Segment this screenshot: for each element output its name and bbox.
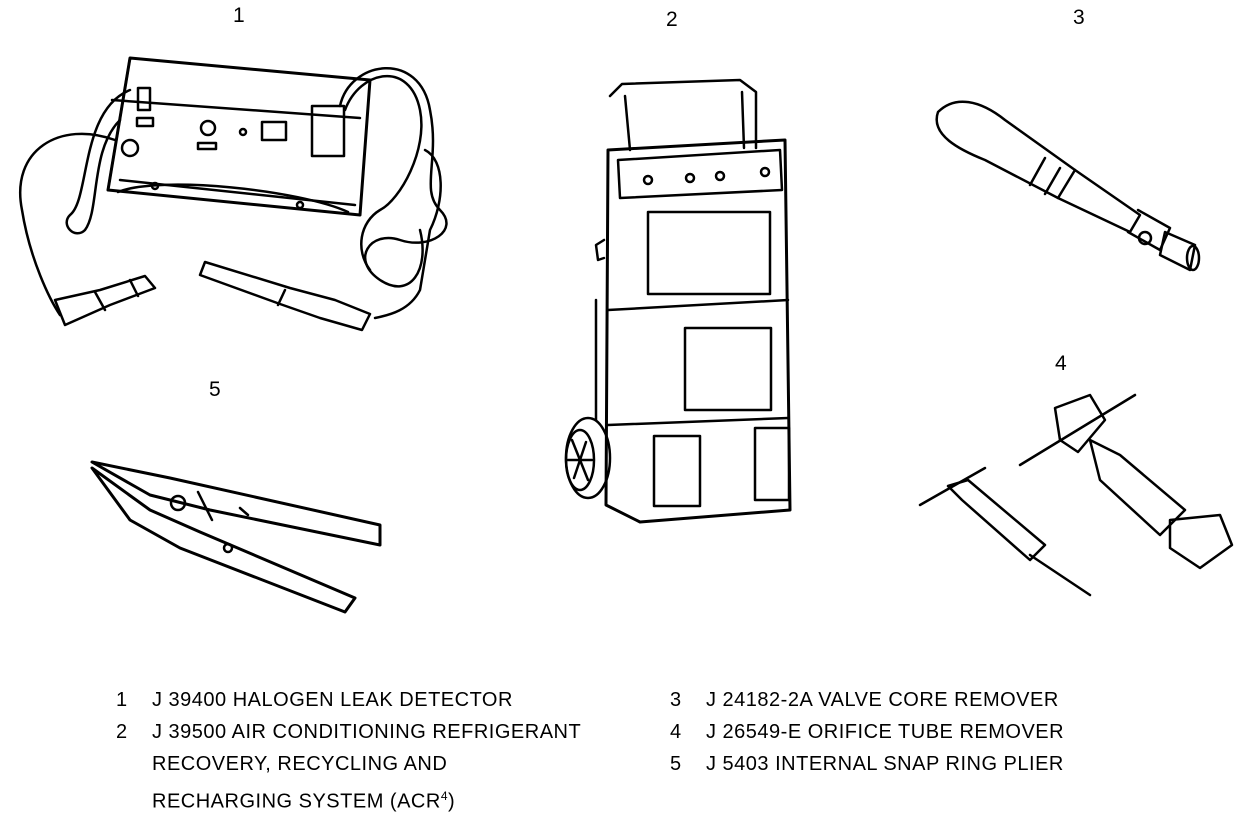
tool-2-number: 2 [666,8,678,31]
orifice-tube-remover-icon [920,395,1232,595]
tool-5-number: 5 [209,378,221,401]
halogen-leak-detector-icon [20,58,446,330]
valve-core-remover-icon [937,102,1199,270]
refrigerant-recovery-cart-icon [566,80,790,522]
snap-ring-plier-icon [92,462,380,612]
tool-1-number: 1 [233,4,245,27]
tool-3-number: 3 [1073,6,1085,29]
tool-4-number: 4 [1055,352,1067,375]
